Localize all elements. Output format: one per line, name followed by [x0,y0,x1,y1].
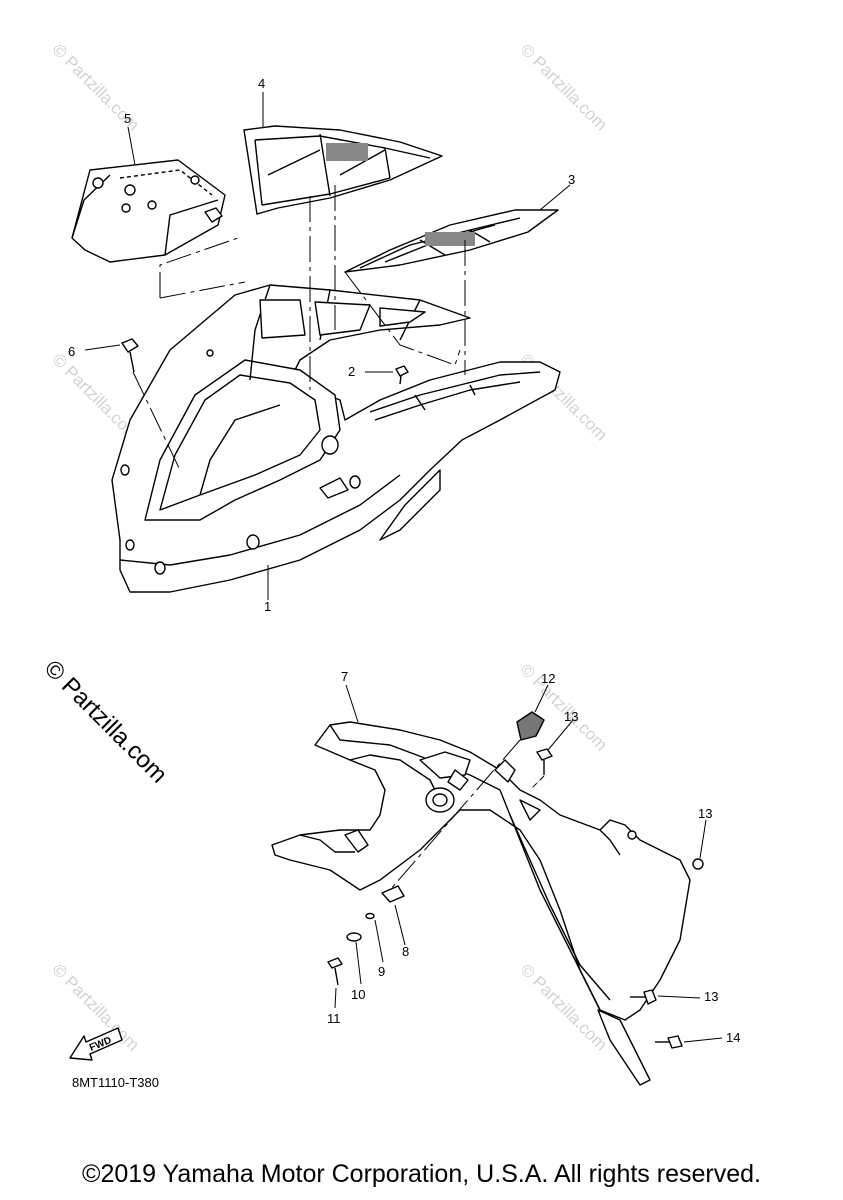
fastener-13-lower [630,989,657,1005]
callout-1[interactable]: 1 [264,599,272,614]
part-1-front-cowl [111,284,561,593]
callout-11[interactable]: 11 [327,1011,341,1026]
callout-4[interactable]: 4 [258,76,266,91]
fastener-13-upper [536,748,553,775]
fwd-label: FWD [88,1035,113,1054]
part-3-side-grille [344,209,559,273]
copyright-notice: ©2019 Yamaha Motor Corporation, U.S.A. A… [82,1160,761,1188]
fastener-13-right [692,858,704,870]
leader-lines [84,92,723,1043]
part-4-upper-grille [243,125,443,215]
part-11-bolt [327,957,343,986]
part-6-screw [121,338,139,373]
callout-13-lower[interactable]: 13 [704,989,719,1004]
part-5-headlight-cover [71,159,226,263]
callout-13-right[interactable]: 13 [698,806,713,821]
fastener-14 [655,1035,683,1049]
callout-8[interactable]: 8 [402,944,410,959]
part-9-washer [365,912,375,920]
callout-9[interactable]: 9 [378,964,386,979]
callout-5[interactable]: 5 [124,111,132,126]
callout-14[interactable]: 14 [726,1030,741,1045]
figure-code: 8MT1110-T380 [72,1075,159,1090]
callout-12[interactable]: 12 [541,671,556,686]
part-10-collar [346,932,362,942]
callout-13-upper[interactable]: 13 [564,709,579,724]
callout-2[interactable]: 2 [348,364,356,379]
fwd-arrow-icon [69,1027,123,1061]
callout-10[interactable]: 10 [351,987,366,1002]
callout-7[interactable]: 7 [341,669,349,684]
part-7-inner-panel [271,721,691,1086]
part-8-nut [381,885,405,903]
callout-3[interactable]: 3 [568,172,576,187]
part-12-grommet [516,711,545,741]
callout-6[interactable]: 6 [68,344,76,359]
part-2-screw [395,365,409,385]
